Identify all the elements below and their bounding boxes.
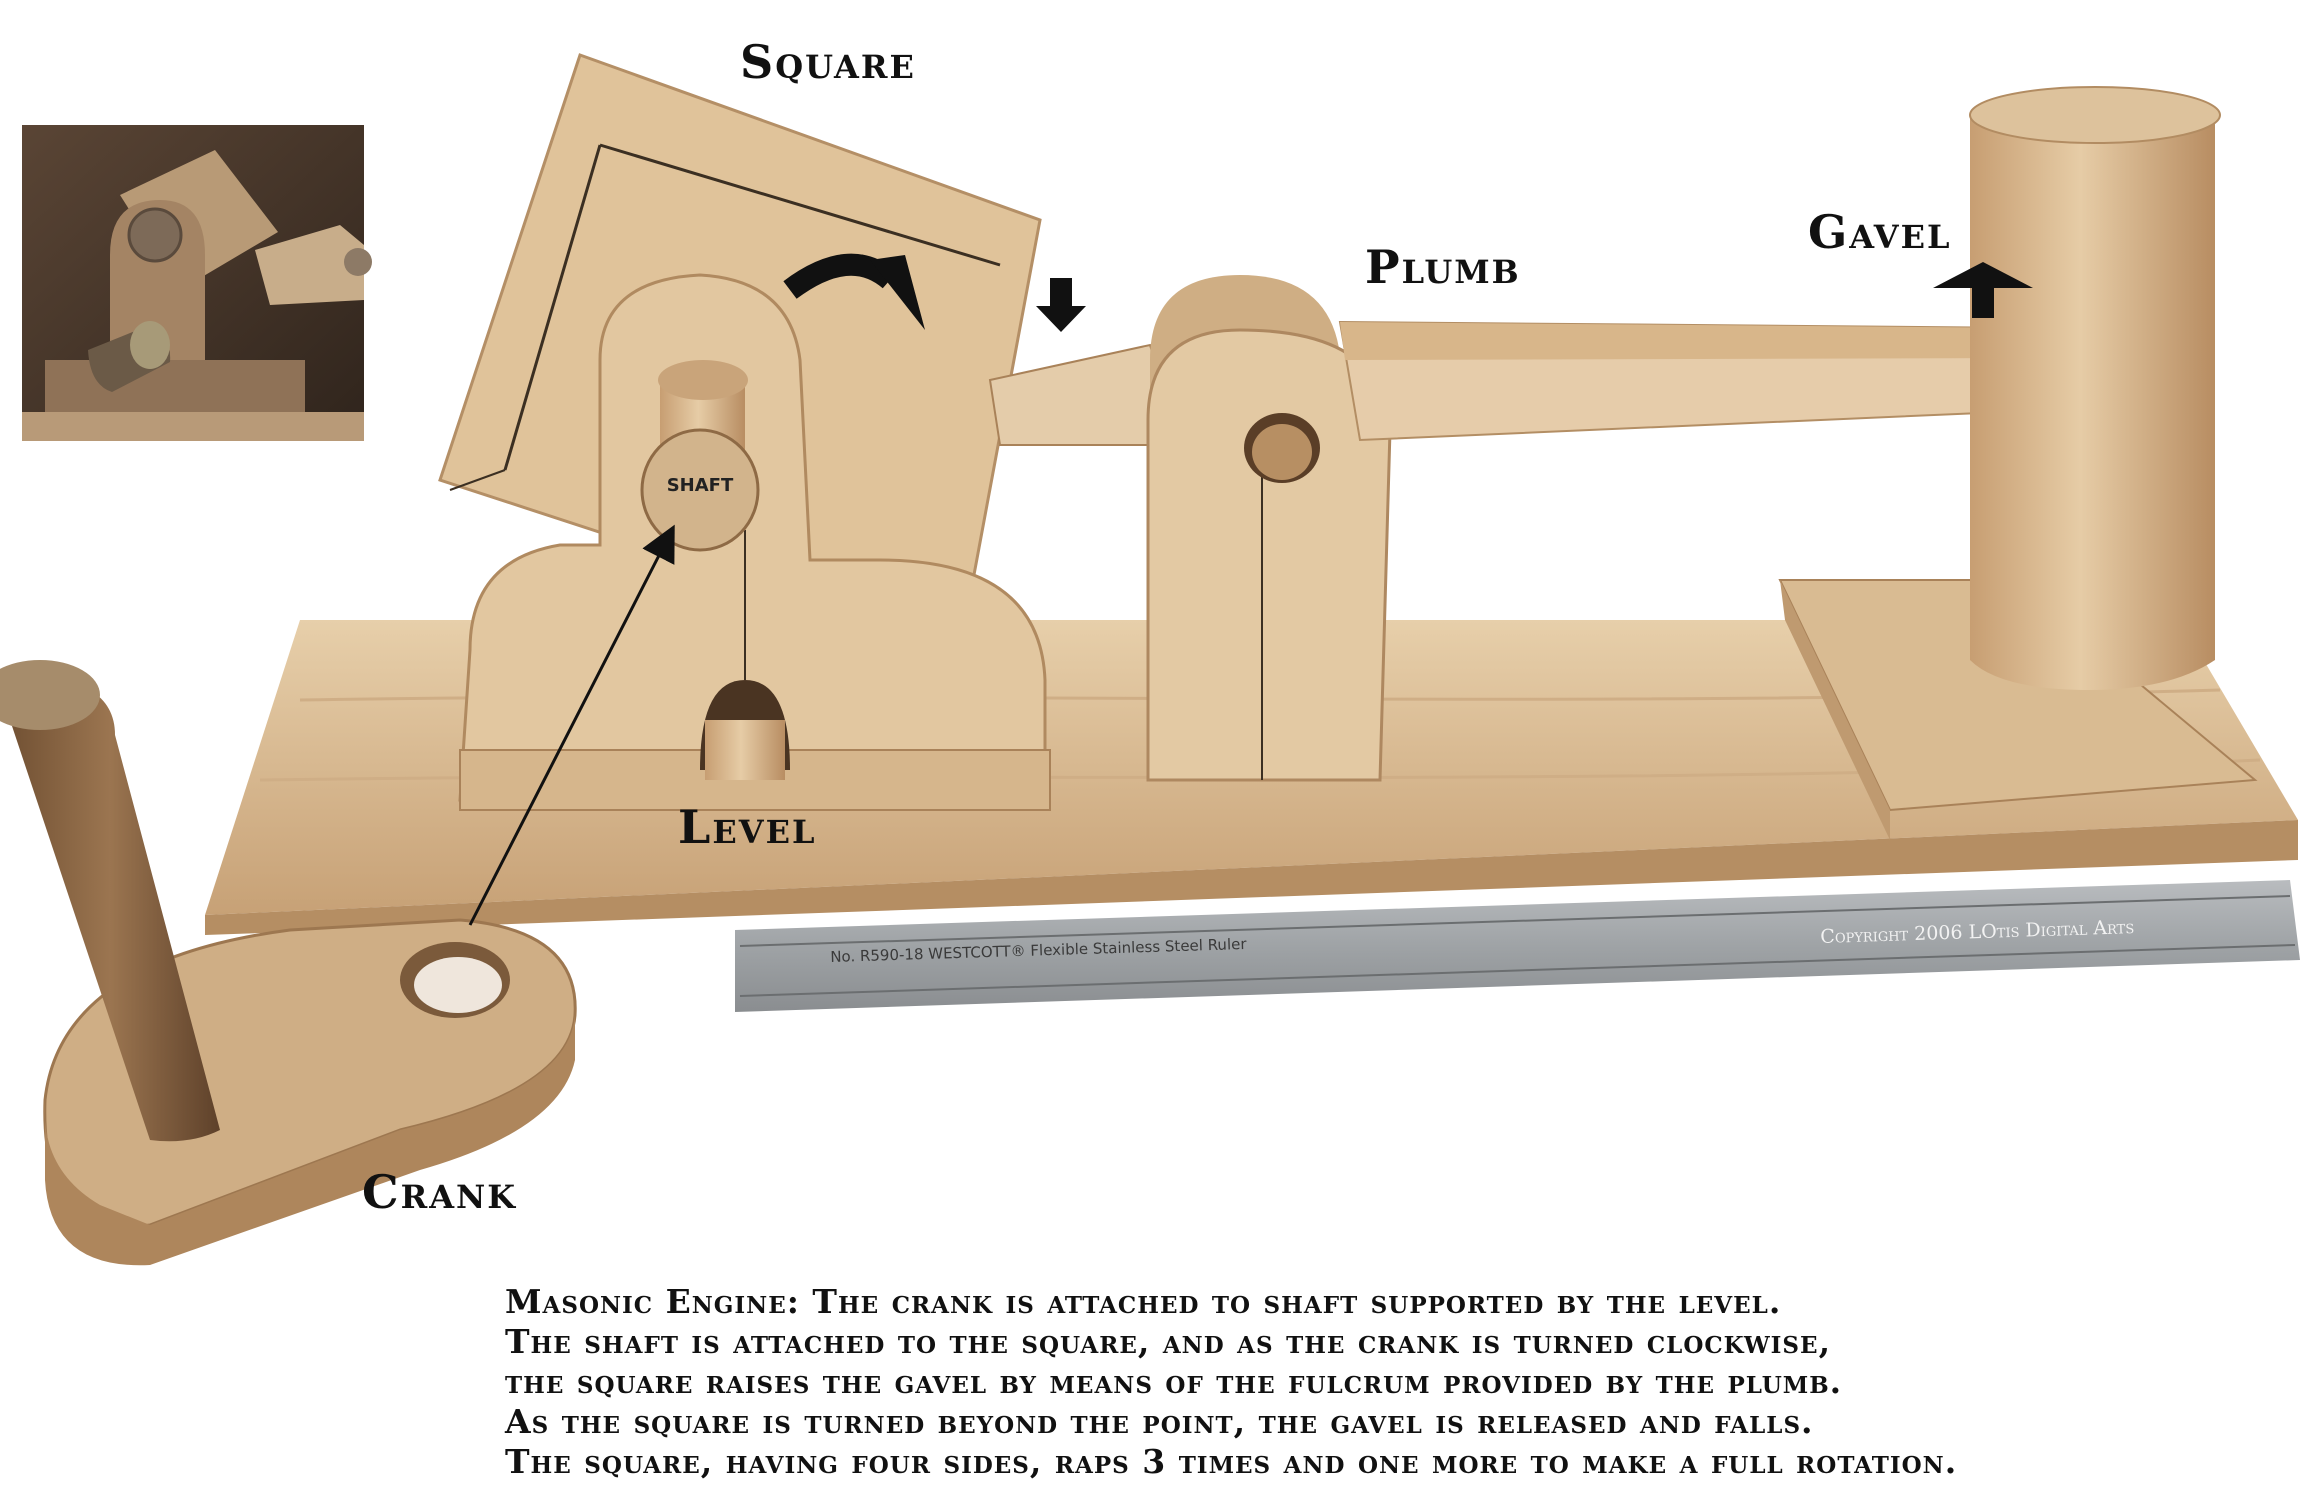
down-arrow-icon: [1036, 278, 1086, 332]
level-label: Level: [678, 800, 817, 854]
gavel-label: Gavel: [1808, 205, 1952, 259]
crank: [0, 660, 577, 1266]
caption-line: The shaft is attached to the square, and…: [505, 1322, 1832, 1361]
crank-label: Crank: [362, 1165, 518, 1219]
caption-line: The square, having four sides, raps 3 ti…: [505, 1442, 1958, 1481]
caption-line: As the square is turned beyond the point…: [505, 1402, 1814, 1441]
plumb-support: [988, 275, 1392, 782]
gavel-post: [1778, 86, 2258, 840]
square-label: Square: [740, 35, 916, 89]
inset-photo: [22, 125, 372, 441]
level-support: [458, 273, 1051, 811]
shaft-label: SHAFT: [667, 475, 734, 496]
caption-line: Masonic Engine: The crank is attached to…: [505, 1282, 1782, 1321]
steel-ruler: [735, 880, 2300, 1012]
caption: Masonic Engine: The crank is attached to…: [505, 1282, 2285, 1482]
up-arrow-icon: [1933, 262, 2033, 318]
shaft-pointer-line: [468, 524, 675, 926]
rotation-arrow-head-icon: [870, 255, 925, 330]
shaft-dowel: [640, 360, 760, 552]
gavel-beam: [1338, 320, 2055, 442]
caption-line: the square raises the gavel by means of …: [505, 1362, 1843, 1401]
plumb-label: Plumb: [1365, 240, 1521, 294]
